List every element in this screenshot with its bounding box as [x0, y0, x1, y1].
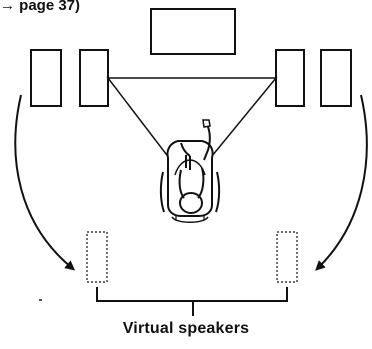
right-curved-arrow: [315, 94, 368, 271]
left-curved-arrow: [14, 94, 76, 271]
surround-left-speaker: [30, 49, 62, 107]
front-right-speaker: [275, 49, 305, 107]
front-left-speaker: [79, 49, 109, 107]
page-reference: → page 37): [0, 0, 81, 14]
virtual-left-speaker: [86, 231, 108, 283]
listening-triangle: [106, 77, 278, 186]
virtual-right-speaker: [276, 231, 298, 283]
listener-in-chair: [159, 119, 221, 223]
virtual-speakers-label: Virtual speakers: [122, 320, 250, 337]
virtual-speakers-bracket: [96, 287, 288, 316]
center-speaker: [150, 8, 236, 55]
surround-right-speaker: [320, 49, 352, 107]
